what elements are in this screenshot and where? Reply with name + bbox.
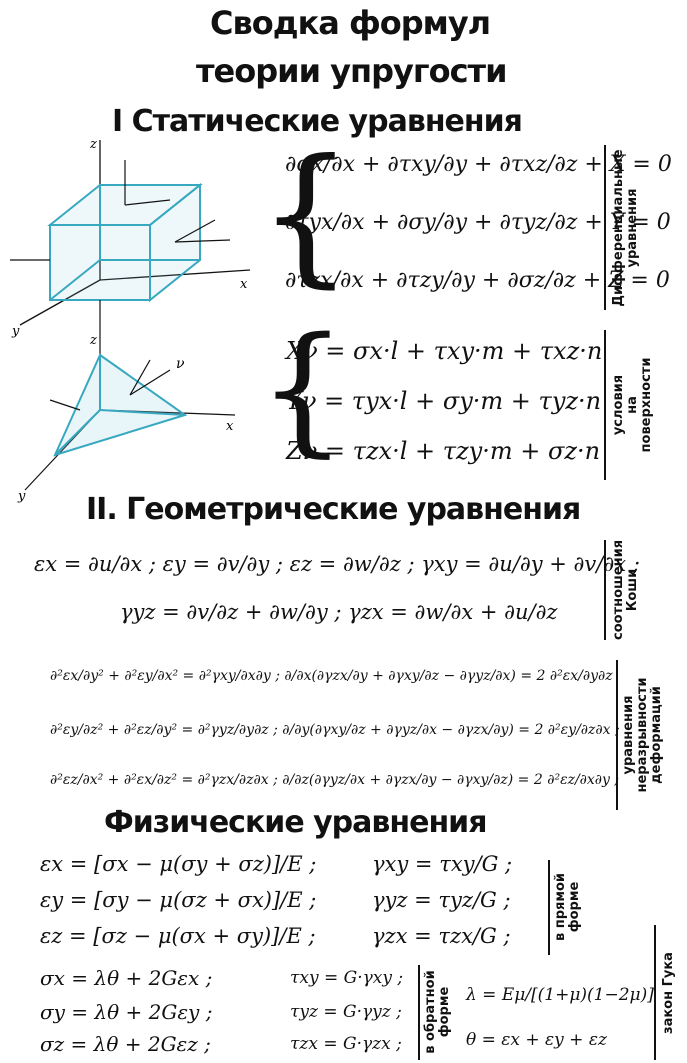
side-label-cauchy: соотношения Коши (611, 539, 640, 640)
inverse-eq-3: σz = λθ + 2Gεz ; (40, 1032, 211, 1056)
static-divider (604, 145, 606, 310)
axis-x-label: x (240, 277, 248, 292)
inverse-divider (418, 965, 420, 1060)
compat-divider (616, 660, 618, 810)
lame-lambda: λ = Eμ/[(1+μ)(1−2μ)] (466, 985, 654, 1005)
direct-shear-1: γxy = τxy/G ; (372, 852, 513, 876)
direct-divider (548, 860, 550, 955)
side-label-direct: в прямой форме (553, 872, 582, 942)
axis-z-label: z (89, 137, 97, 152)
hooke-divider (654, 925, 656, 1060)
normal-nu-label: ν (176, 356, 185, 372)
cauchy-eq-2: γyz = ∂v/∂z + ∂w/∂y ; γzx = ∂w/∂x + ∂u/∂… (120, 600, 558, 624)
lame-theta: θ = εx + εy + εz (466, 1030, 607, 1050)
inverse-shear-1: τxy = G·γxy ; (290, 968, 404, 988)
axis-y-label: y (11, 324, 20, 339)
tetra-axis-z-label: z (89, 333, 97, 348)
inverse-shear-2: τyz = G·γyz ; (290, 1002, 402, 1022)
compat-eq-3: ∂²εz/∂x² + ∂²εx/∂z² = ∂²γzx/∂z∂x ; ∂/∂z(… (50, 772, 620, 788)
direct-eq-3: εz = [σz − μ(σx + σy)]/E ; (40, 924, 316, 948)
surface-eq-3: Zν = τzx·l + τzy·m + σz·n (286, 437, 601, 465)
direct-shear-2: γyz = τyz/G ; (372, 888, 511, 912)
tetra-axis-y-label: y (17, 489, 26, 504)
tetra-axis-x-label: x (226, 419, 234, 434)
section-physical-title: Физические уравнения (104, 805, 487, 840)
direct-shear-3: γzx = τzx/G ; (372, 924, 511, 948)
side-label-hooke: закон Гука (661, 952, 676, 1034)
section-static-title: I Статические уравнения (112, 104, 523, 139)
direct-eq-1: εx = [σx − μ(σy + σz)]/E ; (40, 852, 317, 876)
side-label-surface: условия на поверхности (611, 357, 654, 453)
cauchy-divider (604, 540, 606, 640)
inverse-eq-1: σx = λθ + 2Gεx ; (40, 966, 213, 990)
surface-eq-1: Xν = σx·l + τxy·m + τxz·n (286, 337, 603, 365)
section-geometric-title: II. Геометрические уравнения (86, 492, 581, 527)
inverse-shear-3: τzx = G·γzx ; (290, 1034, 402, 1054)
cauchy-eq-1: εx = ∂u/∂x ; εy = ∂v/∂y ; εz = ∂w/∂z ; γ… (34, 552, 640, 576)
static-eq-1: ∂σx/∂x + ∂τxy/∂y + ∂τxz/∂z + X = 0 (285, 152, 672, 177)
compat-eq-1: ∂²εx/∂y² + ∂²εy/∂x² = ∂²γxy/∂x∂y ; ∂/∂x(… (50, 668, 613, 684)
compat-eq-2: ∂²εy/∂z² + ∂²εz/∂y² = ∂²γyz/∂y∂z ; ∂/∂y(… (50, 722, 620, 738)
side-label-differential: Дифференциальные уравнения (611, 149, 640, 307)
side-label-compat: уравнения неразрывности деформаций (621, 677, 664, 793)
tetrahedron-figure: z x y ν (17, 333, 236, 504)
side-label-inverse: в обратной форме (423, 970, 452, 1054)
surface-eq-2: Yν = τyx·l + σy·m + τyz·n (286, 387, 602, 415)
surface-divider (604, 330, 606, 480)
inverse-eq-2: σy = λθ + 2Gεy ; (40, 1000, 213, 1024)
static-eq-2: ∂τyx/∂x + ∂σy/∂y + ∂τyz/∂z + Y = 0 (285, 210, 671, 235)
surface-eqs-brace: { (258, 308, 348, 471)
direct-eq-2: εy = [σy − μ(σz + σx)]/E ; (40, 888, 317, 912)
static-eqs-brace: { (258, 128, 354, 302)
main-title-line-1: Сводка формул (210, 4, 491, 42)
stress-cube-figure: z x y (10, 137, 251, 339)
main-title-line-2: теории упругости (196, 52, 507, 90)
